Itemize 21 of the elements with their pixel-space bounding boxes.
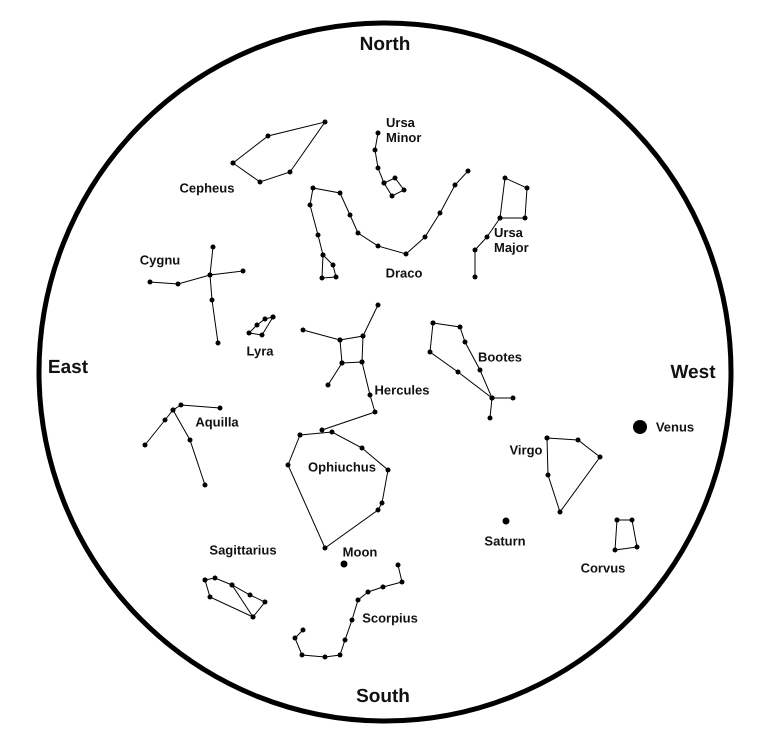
- constellation-name: Bootes: [478, 350, 522, 364]
- constellation-name: Corvus: [580, 560, 626, 576]
- constellation-name: Hercules: [374, 382, 430, 398]
- constellation-name: Ursa Major: [494, 225, 530, 255]
- celestial-body-name: Saturn: [484, 534, 526, 548]
- celestial-body-name: Venus: [656, 420, 694, 434]
- constellation-name: Ophiuchus: [308, 460, 376, 474]
- constellation-name: Cepheus: [180, 180, 234, 196]
- constellation-name: Cygnu: [140, 252, 180, 268]
- constellation-name: Draco: [386, 266, 422, 280]
- constellation-name: Aquilla: [195, 414, 239, 430]
- compass-direction-label: North: [360, 34, 410, 56]
- constellation-name: Scorpius: [362, 610, 418, 626]
- compass-direction-label: East: [48, 357, 88, 379]
- compass-direction-label: South: [356, 686, 410, 708]
- compass-direction-label: West: [670, 362, 716, 384]
- celestial-body-name: Moon: [342, 544, 378, 560]
- constellation-name: Lyra: [246, 344, 274, 358]
- constellation-name: Ursa Minor: [386, 115, 422, 145]
- constellation-name: Virgo: [510, 442, 542, 458]
- constellation-name: Sagittarius: [209, 542, 277, 558]
